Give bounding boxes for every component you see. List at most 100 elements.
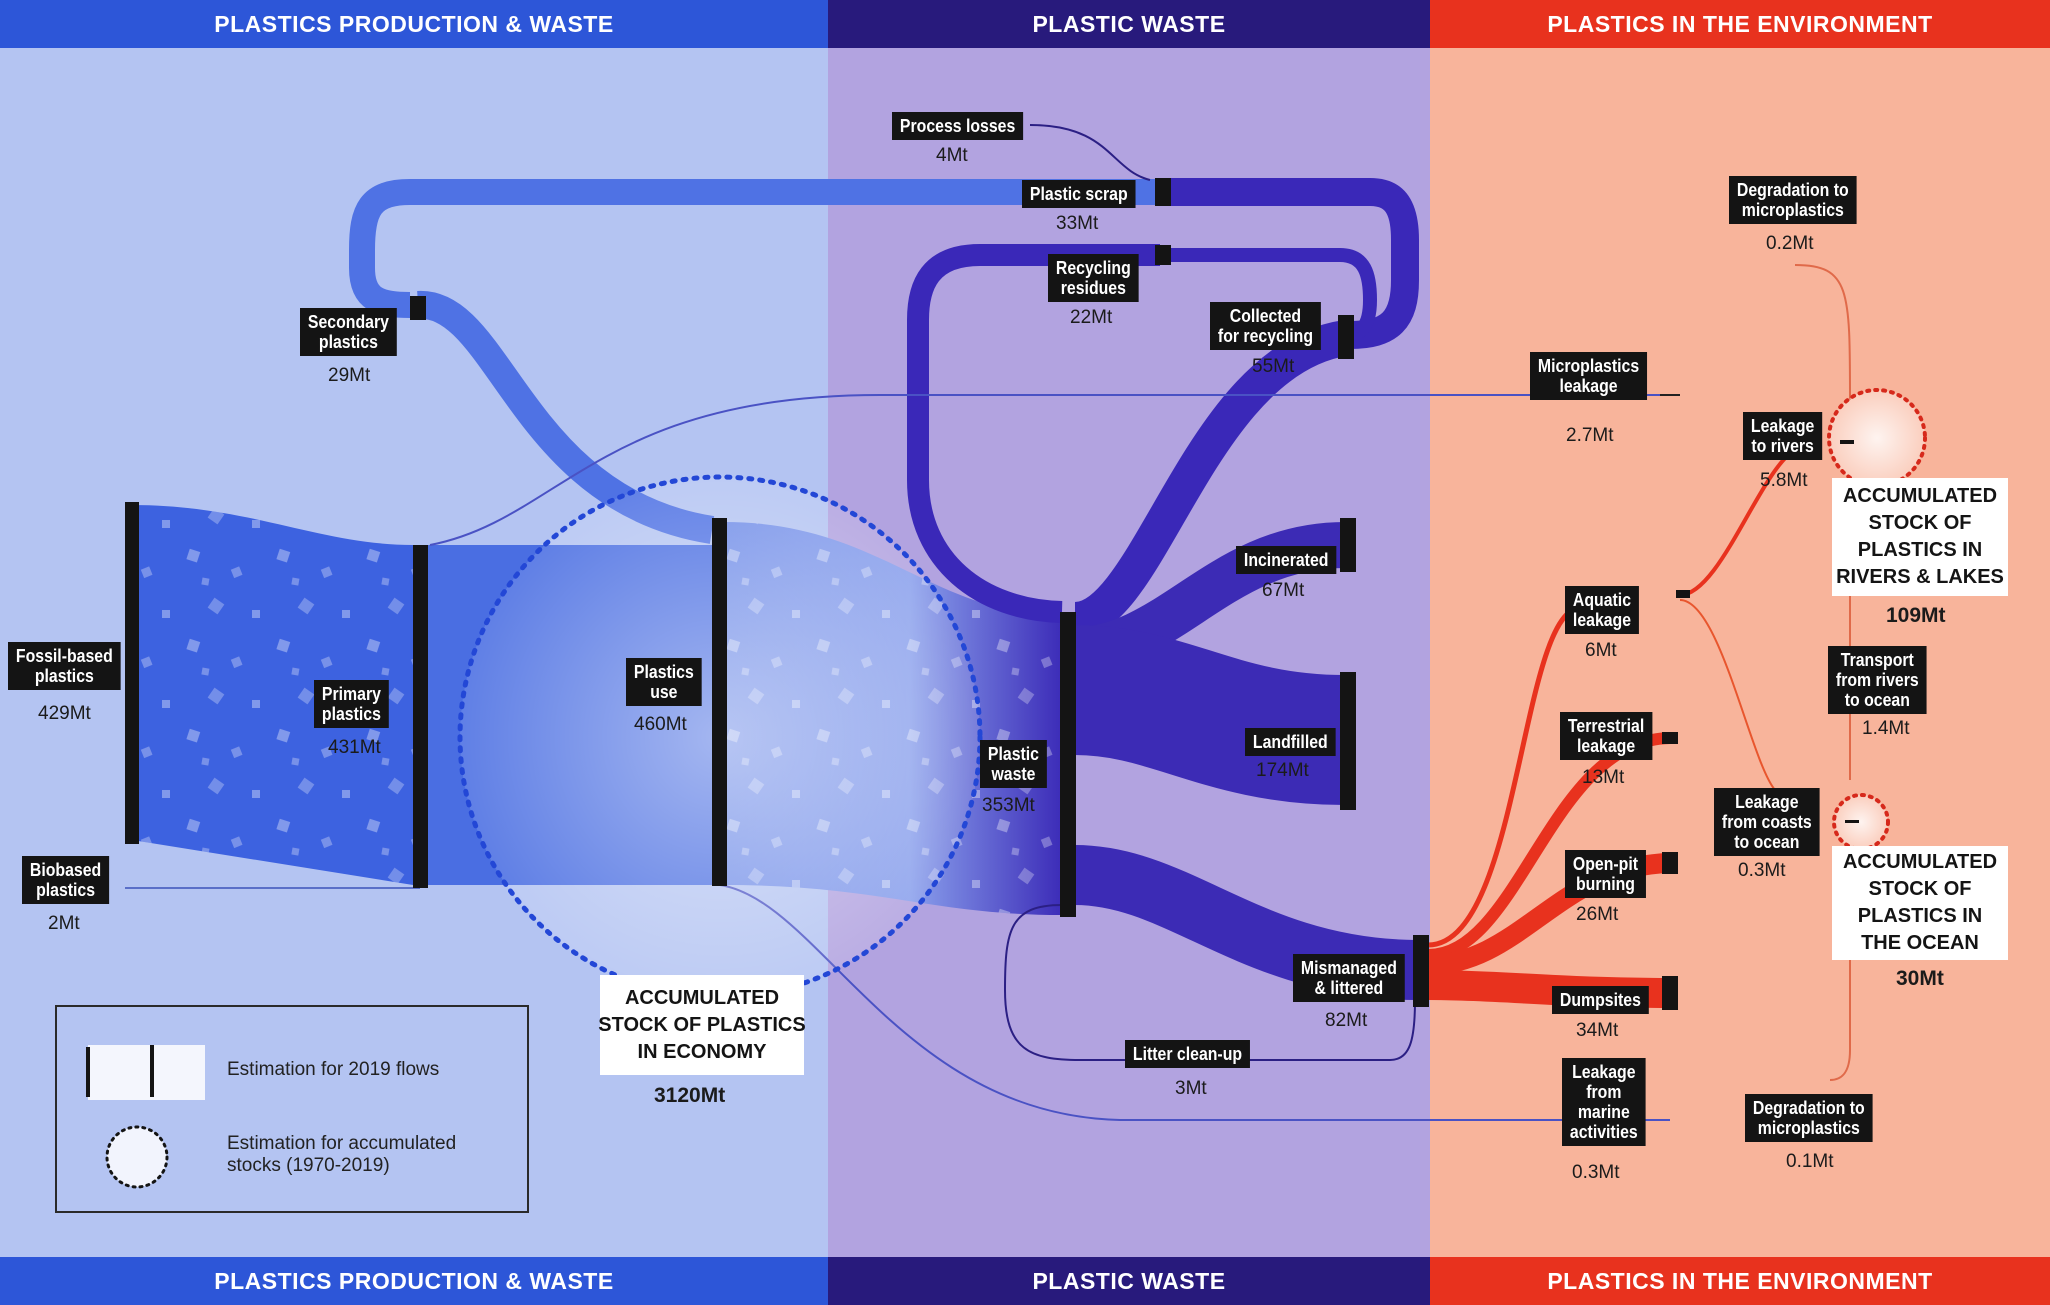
secondary-label: Secondary plastics — [300, 308, 397, 356]
legend-flows-text: Estimation for 2019 flows — [227, 1059, 440, 1080]
degradation-top-value: 0.2Mt — [1766, 233, 1814, 254]
secondary-node-bar — [410, 296, 426, 320]
aquatic-node-bar — [1676, 590, 1690, 598]
degradation-bottom-value: 0.1Mt — [1786, 1151, 1834, 1172]
rivers-node-bar — [1840, 440, 1854, 444]
mismanaged-node-bar — [1413, 935, 1429, 1007]
mismanaged-to-aquatic-flow — [1427, 605, 1581, 948]
production-header-top: PLASTICS PRODUCTION & WASTE — [0, 0, 828, 48]
primary-node-bar — [413, 545, 428, 888]
litter-cleanup-loop — [1003, 904, 1416, 1061]
dumpsites-label: Dumpsites — [1552, 986, 1649, 1014]
ocean-stock-circle — [1832, 793, 1890, 851]
rivers-stock-value: 109Mt — [1886, 604, 1946, 627]
terrestrial-label: Terrestrial leakage — [1560, 712, 1653, 760]
waste-header-bottom: PLASTIC WASTE — [828, 1257, 1430, 1305]
process-losses-label: Process losses — [892, 112, 1024, 140]
mismanaged-value: 82Mt — [1325, 1010, 1368, 1031]
landfilled-value: 174Mt — [1256, 760, 1309, 781]
collected-node-bar — [1338, 315, 1354, 359]
litter-label: Litter clean-up — [1125, 1040, 1250, 1068]
node-bars — [125, 178, 1859, 1010]
terrestrial-node-bar — [1662, 732, 1678, 744]
landfilled-node-bar — [1340, 672, 1356, 810]
residues-node-bar — [1155, 245, 1171, 265]
biobased-value: 2Mt — [48, 913, 80, 934]
production-header-bottom: PLASTICS PRODUCTION & WASTE — [0, 1257, 828, 1305]
economy-stock-label: ACCUMULATED STOCK OF PLASTICS IN ECONOMY — [598, 975, 806, 1075]
incinerated-value: 67Mt — [1262, 580, 1305, 601]
ocean-degradation-line — [1829, 860, 1851, 1081]
rivers-stock-circle — [1827, 388, 1927, 488]
process-losses-line — [1029, 124, 1151, 181]
transport-value: 1.4Mt — [1862, 718, 1910, 739]
residues-value: 22Mt — [1070, 307, 1113, 328]
coasts-value: 0.3Mt — [1738, 860, 1786, 881]
incinerated-node-bar — [1340, 518, 1356, 572]
openpit-value: 26Mt — [1576, 904, 1619, 925]
coasts-label: Leakage from coasts to ocean — [1714, 788, 1820, 856]
use-node-bar — [712, 518, 727, 886]
legend-graphics — [86, 1045, 205, 1189]
residues-loop — [907, 244, 1160, 623]
scrap-value: 33Mt — [1056, 213, 1099, 234]
openpit-node-bar — [1662, 852, 1678, 874]
collected-value: 55Mt — [1252, 356, 1295, 377]
waste-header-top: PLASTIC WASTE — [828, 0, 1430, 48]
waste-label: Plastic waste — [980, 740, 1047, 788]
legend-stock-swatch — [105, 1125, 169, 1189]
aquatic-label: Aquatic leakage — [1565, 586, 1639, 634]
primary-label: Primary plastics — [314, 680, 389, 728]
aquatic-to-rivers-flow — [1679, 448, 1797, 597]
legend-stocks-text: Estimation for accumulated stocks (1970-… — [227, 1133, 457, 1176]
aquatic-value: 6Mt — [1585, 640, 1617, 661]
marine-label: Leakage from marine activities — [1562, 1058, 1646, 1146]
environment-header-bottom: PLASTICS IN THE ENVIRONMENT — [1430, 1257, 2050, 1305]
scrap-label: Plastic scrap — [1022, 180, 1136, 208]
scrap-to-secondary-loop — [349, 179, 1160, 318]
ocean-stock-value: 30Mt — [1896, 967, 1944, 990]
use-value: 460Mt — [634, 714, 687, 735]
legend: Estimation for 2019 flows Estimation for… — [55, 1005, 529, 1213]
transport-label: Transport from rivers to ocean — [1828, 646, 1927, 714]
economy-stock-value: 3120Mt — [654, 1084, 726, 1107]
degradation-top-label: Degradation to microplastics — [1729, 176, 1857, 224]
fossil-to-primary-texture — [132, 505, 413, 885]
secondary-value: 29Mt — [328, 365, 371, 386]
scrap-node-bar — [1155, 178, 1171, 206]
terrestrial-value: 13Mt — [1582, 767, 1625, 788]
scrap-to-collected-loop — [1160, 178, 1419, 349]
dumpsites-node-bar — [1662, 976, 1678, 1010]
biobased-label: Biobased plastics — [22, 856, 110, 904]
legend-flow-bar-mid — [150, 1045, 154, 1097]
mismanaged-label: Mismanaged & littered — [1293, 954, 1405, 1002]
process-losses-value: 4Mt — [936, 145, 968, 166]
openpit-label: Open-pit burning — [1565, 850, 1646, 898]
marine-value: 0.3Mt — [1572, 1162, 1620, 1183]
primary-value: 431Mt — [328, 737, 381, 758]
micro-leak-value: 2.7Mt — [1566, 425, 1614, 446]
environment-header-top: PLASTICS IN THE ENVIRONMENT — [1430, 0, 2050, 48]
rivers-value: 5.8Mt — [1760, 470, 1808, 491]
waste-node-bar — [1060, 612, 1076, 917]
micro-leak-label: Microplastics leakage — [1530, 352, 1648, 400]
microplastics-leakage-line — [429, 394, 1670, 546]
coasts-node-bar — [1845, 820, 1859, 823]
rivers-label: Leakage to rivers — [1743, 412, 1823, 460]
aquatic-to-coasts-flow — [1679, 599, 1776, 791]
degradation-bottom-label: Degradation to microplastics — [1745, 1094, 1873, 1142]
use-label: Plastics use — [626, 658, 702, 706]
collected-label: Collected for recycling — [1210, 302, 1321, 350]
fossil-label: Fossil-based plastics — [8, 642, 121, 690]
legend-flow-swatch — [88, 1045, 205, 1100]
residues-label: Recycling residues — [1048, 254, 1139, 302]
fossil-node-bar — [125, 502, 139, 844]
waste-to-collected-flow — [1072, 320, 1349, 638]
incinerated-label: Incinerated — [1236, 546, 1337, 574]
degradation-top-line — [1794, 264, 1851, 401]
fossil-value: 429Mt — [38, 703, 91, 724]
legend-flow-bar-left — [86, 1047, 90, 1097]
litter-value: 3Mt — [1175, 1078, 1207, 1099]
